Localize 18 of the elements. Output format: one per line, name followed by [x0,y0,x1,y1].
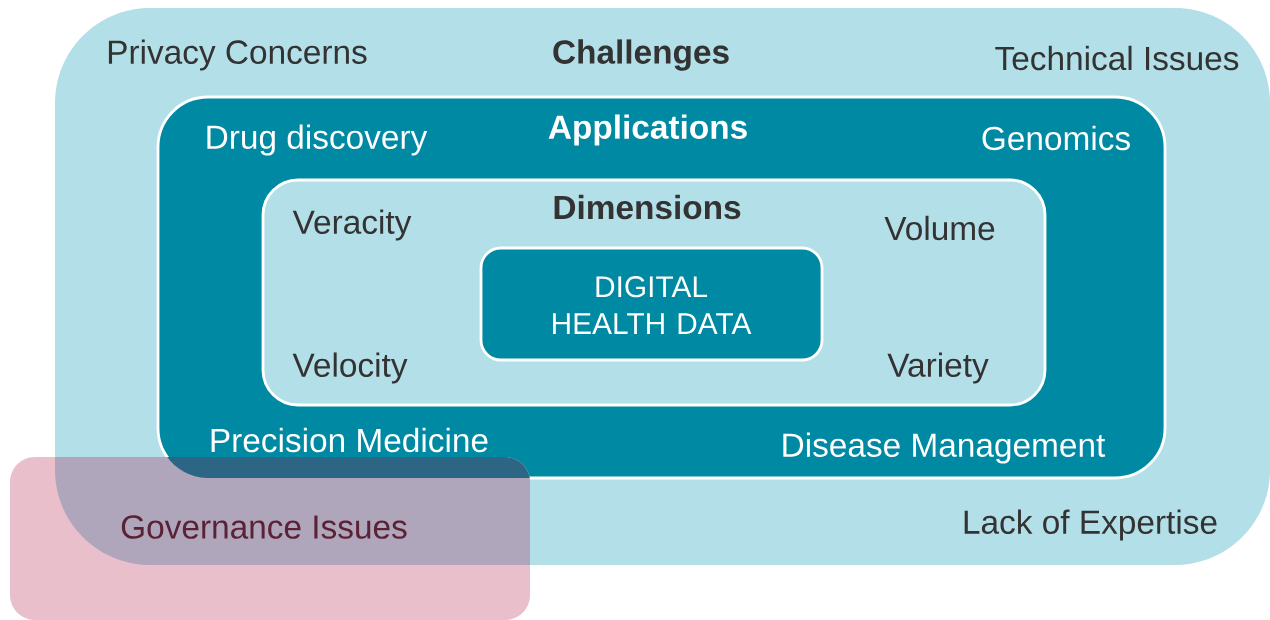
panel-heading: Challenges [553,39,729,71]
panel-label: Genomics [982,125,1130,151]
overlay-box [10,457,530,620]
panel-label: Privacy Concerns [108,39,367,71]
panel-heading: Applications [548,114,747,146]
panel-heading: Dimensions [554,194,741,220]
panel-label: Variety [887,352,989,384]
panel-label: Disease Management [783,432,1106,464]
core-label: DIGITAL HEALTH DATA [553,276,752,334]
panel-label: Veracity [292,209,412,241]
core-box [479,246,824,362]
panel-label: Drug discovery [207,124,428,156]
panel-label: Technical Issues [995,45,1239,71]
panel-label: Lack of Expertise [964,509,1217,541]
panel-label: Precision Medicine [211,427,488,453]
panel-label: Governance Issues [121,515,407,539]
panel-label: Volume [884,215,995,241]
panel-label: Velocity [292,352,408,384]
